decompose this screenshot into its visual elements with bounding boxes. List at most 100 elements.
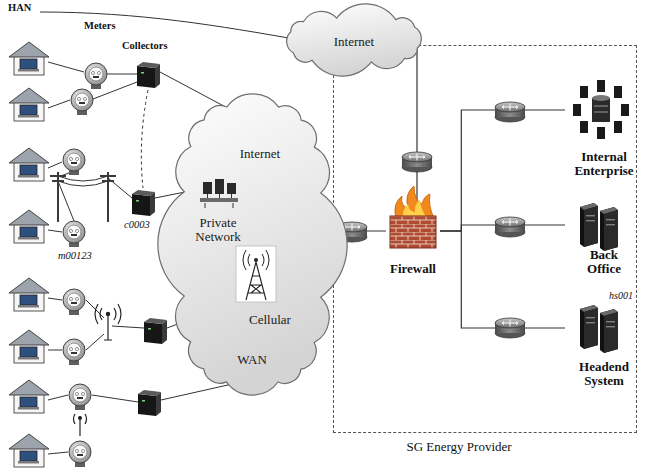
svg-circle <box>254 258 258 262</box>
node-label: Internet <box>334 35 374 49</box>
svg-rect <box>614 121 622 133</box>
connector <box>440 231 565 328</box>
svg-path <box>107 74 137 75</box>
svg-use <box>9 330 49 363</box>
svg-use <box>63 221 85 247</box>
svg-use <box>600 309 618 353</box>
connector <box>416 40 417 208</box>
svg-circle <box>106 312 109 315</box>
svg-rect <box>390 216 436 248</box>
svg-use <box>132 190 155 216</box>
svg-path <box>50 172 66 222</box>
svg-path <box>74 414 87 424</box>
svg-use <box>63 289 85 315</box>
headend-icon <box>580 305 618 353</box>
svg-use <box>580 203 598 247</box>
svg-path <box>58 181 74 221</box>
node-label: Headend System <box>579 360 629 389</box>
cloud-shape <box>287 4 422 76</box>
svg-use <box>580 305 598 349</box>
svg-rect <box>215 179 224 194</box>
meters <box>63 63 107 467</box>
cloud-shape <box>158 94 347 395</box>
svg-rect <box>621 104 629 116</box>
svg-use <box>63 149 85 175</box>
enterprise-icon <box>573 80 629 139</box>
node-label: Internal Enterprise <box>574 150 633 179</box>
system-node: Back Office <box>565 198 643 274</box>
antennas <box>74 304 122 436</box>
svg-circle <box>79 417 82 420</box>
svg-path <box>79 418 80 436</box>
svg-rect <box>227 183 236 194</box>
node-label: Private Network <box>187 216 249 245</box>
svg-use <box>71 89 93 115</box>
network-cloud: Internet <box>280 8 428 72</box>
svg-rect <box>597 127 605 139</box>
svg-use <box>138 390 161 416</box>
svg-path <box>141 90 148 188</box>
svg-path <box>48 230 62 232</box>
svg-rect <box>592 98 610 122</box>
svg-rect <box>200 198 238 202</box>
svg-path <box>243 250 269 270</box>
svg-use <box>402 152 432 172</box>
svg-use <box>495 102 525 122</box>
part-label: Collectors <box>122 40 167 52</box>
svg-path <box>100 308 116 320</box>
firewall-icon <box>390 186 436 248</box>
svg-use <box>9 210 49 243</box>
svg-use <box>495 217 525 237</box>
svg-path <box>48 452 68 454</box>
svg-use <box>69 441 91 467</box>
svg-path <box>92 395 138 402</box>
private-network-icon <box>200 179 238 208</box>
node-label: Internet <box>240 147 280 161</box>
system-node: Internal Enterprise <box>565 80 643 182</box>
svg-use <box>69 384 91 410</box>
svg-use <box>144 318 167 344</box>
node-label: Cellular <box>249 313 291 327</box>
svg-use <box>85 63 107 89</box>
part-label: Meters <box>84 20 115 32</box>
svg-path <box>104 314 112 340</box>
svg-path <box>58 181 108 186</box>
svg-path <box>205 203 233 208</box>
node-label: Firewall <box>390 262 436 276</box>
svg-path <box>246 262 266 300</box>
svg-use <box>63 339 85 365</box>
svg-use <box>9 88 49 121</box>
svg-use <box>9 148 49 181</box>
svg-g <box>573 80 629 139</box>
device-id: m00123 <box>58 250 92 262</box>
svg-path <box>403 200 427 218</box>
svg-path <box>48 62 84 72</box>
svg-path <box>594 106 608 112</box>
svg-path <box>112 326 144 328</box>
system-node: Firewall <box>386 208 440 278</box>
power-poles <box>50 172 116 222</box>
svg-use <box>9 434 49 467</box>
svg-rect <box>580 121 588 133</box>
device-id: c0003 <box>124 219 150 231</box>
routers <box>337 102 525 338</box>
svg-rect <box>597 80 605 92</box>
svg-ellipse <box>592 95 610 101</box>
svg-path <box>48 100 70 108</box>
svg-use <box>9 278 49 311</box>
han-link <box>40 12 300 40</box>
svg-path <box>48 350 62 351</box>
part-label: HAN <box>8 2 31 14</box>
back-office-icon <box>580 203 618 251</box>
svg-rect <box>580 86 588 98</box>
provider-region: SG Energy ProviderFirewallInternal Enter… <box>333 45 637 457</box>
svg-use <box>137 62 160 88</box>
system-node: hs001Headend System <box>565 288 643 392</box>
svg-path <box>95 304 121 324</box>
svg-use <box>495 318 525 338</box>
cellular-tower-icon <box>236 246 276 302</box>
node-label: WAN <box>237 353 267 367</box>
node-label: Back Office <box>585 248 624 277</box>
